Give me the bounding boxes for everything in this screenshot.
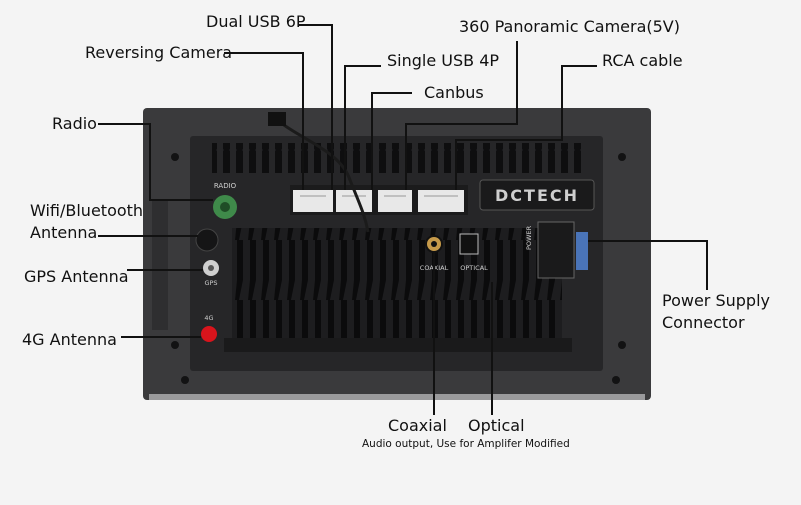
gps-port-label: GPS bbox=[204, 279, 217, 287]
label-radio: Radio bbox=[52, 114, 97, 133]
optical-connector bbox=[459, 233, 479, 255]
label-4g-antenna: 4G Antenna bbox=[22, 330, 117, 349]
power-port-label: POWER bbox=[525, 225, 533, 250]
label-optical: Optical bbox=[468, 416, 525, 435]
label-reversing-camera: Reversing Camera bbox=[85, 43, 233, 62]
antenna-4g-connector bbox=[201, 326, 217, 342]
label-rca-cable: RCA cable bbox=[602, 51, 683, 70]
label-connector: Connector bbox=[662, 313, 745, 332]
radio-port-label: RADIO bbox=[214, 182, 237, 190]
brand-badge bbox=[479, 179, 595, 211]
usb-canbus-connectors bbox=[293, 190, 464, 212]
audio-output-note: Audio output, Use for Amplifer Modified bbox=[362, 438, 570, 450]
top-vents bbox=[212, 143, 587, 173]
label-wifi-antenna: Antenna bbox=[30, 223, 98, 242]
label-wifi-bluetooth: Wifi/Bluetooth bbox=[30, 201, 144, 220]
label-360-camera: 360 Panoramic Camera(5V) bbox=[459, 17, 680, 36]
label-dual-usb: Dual USB 6P bbox=[206, 12, 306, 31]
leader-lines bbox=[98, 24, 708, 415]
power-connector-housing bbox=[537, 221, 575, 279]
wifi-antenna-connector bbox=[195, 228, 219, 252]
label-single-usb: Single USB 4P bbox=[387, 51, 500, 70]
label-canbus: Canbus bbox=[424, 83, 484, 102]
optical-port-label: OPTICAL bbox=[460, 264, 488, 272]
screw-holes bbox=[171, 153, 626, 384]
brand-text: DCTECH bbox=[495, 186, 579, 205]
power-connector bbox=[576, 232, 588, 270]
canbus-cable bbox=[274, 116, 370, 233]
label-coaxial: Coaxial bbox=[388, 416, 447, 435]
port-4g-label: 4G bbox=[204, 314, 213, 322]
label-power-supply: Power Supply bbox=[662, 291, 770, 310]
label-gps-antenna: GPS Antenna bbox=[24, 267, 129, 286]
heat-fins bbox=[232, 228, 562, 338]
